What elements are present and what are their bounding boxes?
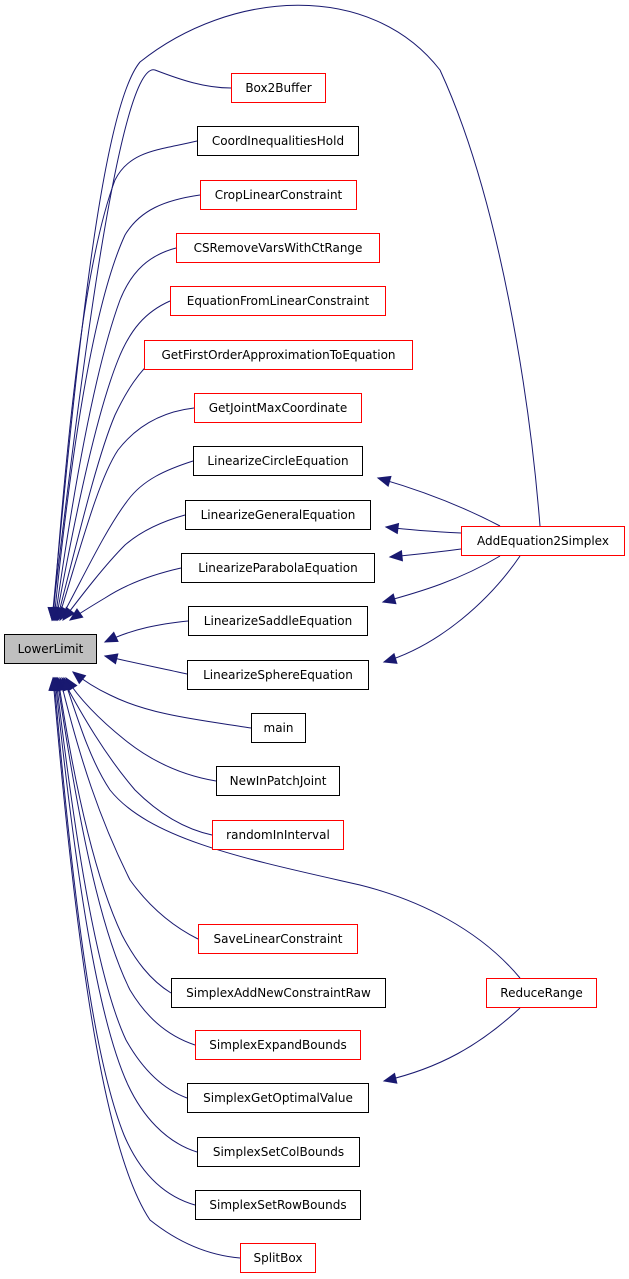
node-linearize-sphere-equation[interactable]: LinearizeSphereEquation — [187, 660, 369, 690]
node-linearize-saddle-equation[interactable]: LinearizeSaddleEquation — [188, 606, 368, 636]
edge-coordinequalitieshold-to-lowerlimit — [48, 140, 198, 622]
edge-addequation2simplex-to-linearizeparabolaequation — [388, 548, 462, 562]
node-lower-limit[interactable]: LowerLimit — [4, 634, 97, 664]
node-cs-remove-vars-with-ct-range[interactable]: CSRemoveVarsWithCtRange — [176, 233, 380, 263]
node-get-joint-max-coordinate[interactable]: GetJointMaxCoordinate — [194, 393, 362, 423]
node-equation-from-linear-constraint[interactable]: EquationFromLinearConstraint — [170, 286, 386, 316]
node-coord-inequalities-hold[interactable]: CoordInequalitiesHold — [197, 126, 359, 156]
edge-addequation2simplex-to-linearizesphereequation — [382, 555, 521, 664]
edge-linearizeparabolaequation-to-lowerlimit — [68, 567, 182, 621]
edge-main-to-lowerlimit — [71, 671, 252, 729]
node-crop-linear-constraint[interactable]: CropLinearConstraint — [200, 180, 357, 210]
arrowhead — [103, 653, 119, 665]
edge-splitbox-to-lowerlimit — [48, 676, 241, 1259]
edge-linearizecircleequation-to-lowerlimit — [59, 460, 194, 622]
node-box2buffer[interactable]: Box2Buffer — [231, 73, 326, 103]
arrowhead — [68, 608, 84, 621]
edge-simplexsetcolbounds-to-lowerlimit — [50, 676, 198, 1153]
edge-linearizesphereequation-to-lowerlimit — [103, 653, 188, 675]
edge-simplexgetoptimalvalue-to-lowerlimit — [51, 676, 188, 1099]
arrowhead — [388, 550, 404, 562]
edge-linearizegeneralequation-to-lowerlimit — [62, 514, 186, 622]
node-split-box[interactable]: SplitBox — [240, 1243, 316, 1273]
edge-addequation2simplex-to-linearizecircleequation — [376, 475, 501, 527]
arrowhead — [103, 631, 119, 643]
node-simplex-get-optimal-value[interactable]: SimplexGetOptimalValue — [187, 1083, 369, 1113]
edge-linearizesaddleequation-to-lowerlimit — [103, 620, 189, 643]
edge-addequation2simplex-to-linearizesaddleequation — [381, 555, 501, 605]
node-simplex-set-row-bounds[interactable]: SimplexSetRowBounds — [195, 1190, 361, 1220]
arrowhead — [71, 671, 87, 685]
arrowhead — [382, 652, 398, 664]
edge-reducerange-to-simplexgetoptimalvalue — [382, 1007, 521, 1084]
node-main[interactable]: main — [251, 713, 306, 743]
edge-newinpatchjoint-to-lowerlimit — [65, 676, 217, 782]
node-reduce-range[interactable]: ReduceRange — [486, 978, 597, 1008]
arrowhead — [48, 676, 60, 691]
arrowhead — [382, 1072, 398, 1084]
edge-addequation2simplex-to-linearizegeneralequation — [384, 522, 462, 535]
edge-reducerange-to-lowerlimit — [62, 676, 521, 979]
arrowhead — [47, 607, 59, 622]
node-simplex-expand-bounds[interactable]: SimplexExpandBounds — [195, 1030, 361, 1060]
node-random-in-interval[interactable]: randomInInterval — [212, 820, 344, 850]
node-linearize-general-equation[interactable]: LinearizeGeneralEquation — [185, 500, 371, 530]
arrowhead — [381, 593, 397, 605]
arrowhead — [376, 475, 392, 487]
arrowhead — [62, 676, 74, 692]
node-linearize-circle-equation[interactable]: LinearizeCircleEquation — [193, 446, 363, 476]
arrowhead — [62, 606, 76, 622]
node-add-equation2-simplex[interactable]: AddEquation2Simplex — [461, 526, 625, 556]
node-linearize-parabola-equation[interactable]: LinearizeParabolaEquation — [181, 553, 375, 583]
node-simplex-set-col-bounds[interactable]: SimplexSetColBounds — [197, 1137, 360, 1167]
node-get-first-order-approximation-to-equation[interactable]: GetFirstOrderApproximationToEquation — [144, 340, 413, 370]
node-save-linear-constraint[interactable]: SaveLinearConstraint — [198, 924, 358, 954]
edge-addequation2simplex-to-lowerlimit — [47, 4, 541, 622]
arrowhead — [384, 522, 400, 535]
node-simplex-add-new-constraint-raw[interactable]: SimplexAddNewConstraintRaw — [171, 978, 386, 1008]
node-new-in-patch-joint[interactable]: NewInPatchJoint — [216, 766, 340, 796]
